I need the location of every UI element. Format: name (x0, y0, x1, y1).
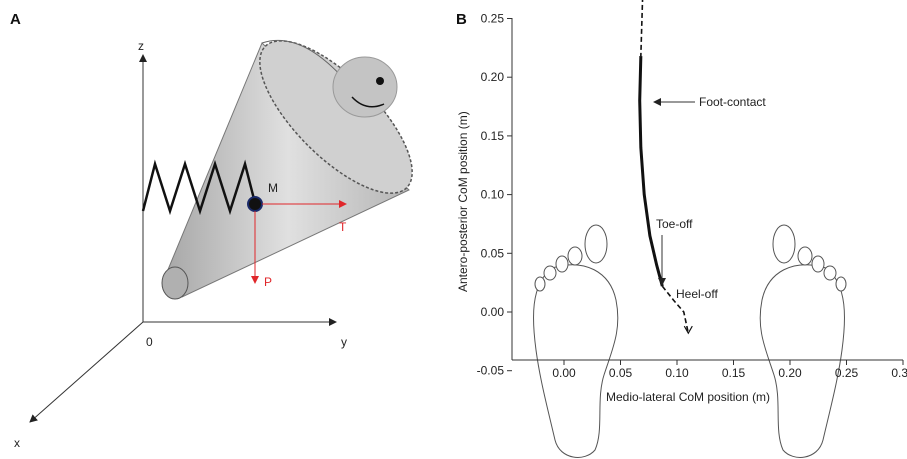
force-t-label: T (339, 220, 347, 234)
trajectory-segment-dashed (640, 0, 644, 57)
com-trajectory (638, 0, 693, 335)
mass-point (247, 196, 263, 212)
y-tick-label: -0.05 (477, 364, 505, 378)
x-tick-label: 0.25 (835, 366, 859, 380)
x-tick-label: 0.30 (891, 366, 907, 380)
force-p-label: P (264, 275, 272, 289)
panel-a: A z y x 0 M T P (10, 11, 413, 450)
y-ticks: 0.300.250.200.150.100.050.00-0.05 (477, 12, 512, 378)
y-tick-label: 0.00 (481, 305, 505, 319)
trajectory-segment-dashed (661, 285, 690, 334)
cone-top-rim (261, 39, 346, 81)
cone-tip (161, 266, 189, 300)
panel-b: B 0.30 0.25 0.20 0.15 0.10 0.05 0.00 -0.05 0.00… (456, 0, 907, 458)
x-tick-label: 0.05 (609, 366, 633, 380)
y-tick-label: 0.05 (481, 246, 505, 260)
x-axis (29, 321, 144, 423)
origin-label: 0 (146, 335, 153, 349)
panel-a-label: A (10, 11, 21, 28)
y-tick-label: 0.10 (481, 188, 505, 202)
x-ticks: 0.00 0.05 0.10 0.15 0.20 0.25 0.30 (552, 360, 907, 380)
spring (141, 159, 257, 216)
foot-contact-label: Foot-contact (699, 95, 766, 109)
trajectory-segment-solid (638, 56, 664, 287)
mass-label: M (268, 181, 278, 195)
chart-x-axis-title: Medio-lateral CoM position (m) (606, 390, 770, 404)
chart-y-axis-title: Antero-posterior CoM position (m) (456, 111, 470, 292)
left-foot-icon (533, 224, 619, 458)
x-tick-label: 0.20 (778, 366, 802, 380)
right-foot-icon (759, 224, 847, 458)
head-icon (332, 56, 398, 118)
x-tick-label: 0.10 (665, 366, 689, 380)
trajectory-end-arrow (683, 325, 693, 335)
x-tick-label: 0.00 (552, 366, 576, 380)
panel-b-label: B (456, 11, 467, 28)
x-tick-label: 0.15 (722, 366, 746, 380)
heel-off-label: Heel-off (676, 287, 718, 301)
toe-off-label: Toe-off (656, 217, 693, 231)
y-axis-label: y (341, 335, 347, 349)
y-tick-label: 0.20 (481, 70, 505, 84)
y-tick-label: 0.15 (481, 129, 505, 143)
z-axis-label: z (138, 39, 144, 53)
y-tick-label: 0.25 (481, 12, 505, 26)
x-axis-label: x (14, 436, 20, 450)
